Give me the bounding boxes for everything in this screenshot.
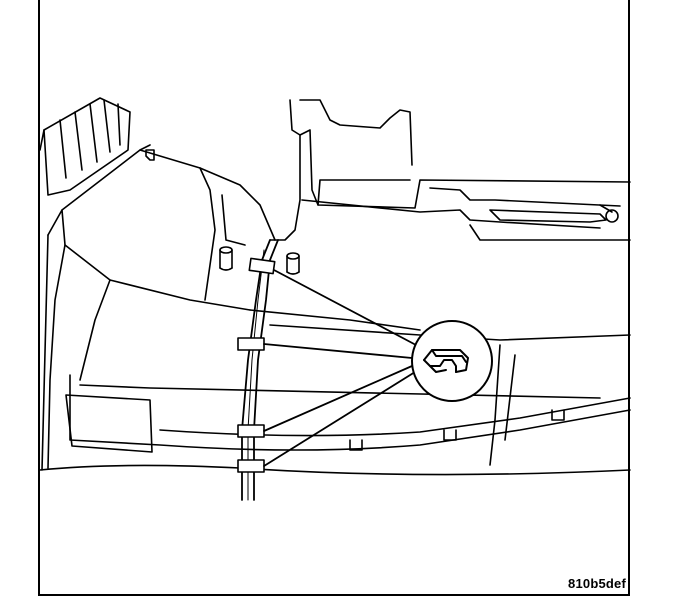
mounting-posts — [219, 246, 300, 275]
figure-frame — [38, 0, 630, 596]
lower-panel — [41, 144, 421, 471]
upper-right-structure — [269, 99, 631, 241]
harness-clip-2 — [237, 337, 265, 351]
lower-body — [39, 324, 631, 476]
harness-clip-3 — [237, 424, 265, 438]
harness-clip-1 — [248, 257, 276, 275]
figure-id-label: 810b5def — [568, 576, 626, 591]
callout-leader-lines — [263, 269, 417, 467]
retainer-clip-icon — [423, 349, 469, 373]
left-cover-component — [39, 97, 131, 196]
wire-harness — [241, 239, 279, 501]
harness-clip-4 — [237, 459, 265, 473]
